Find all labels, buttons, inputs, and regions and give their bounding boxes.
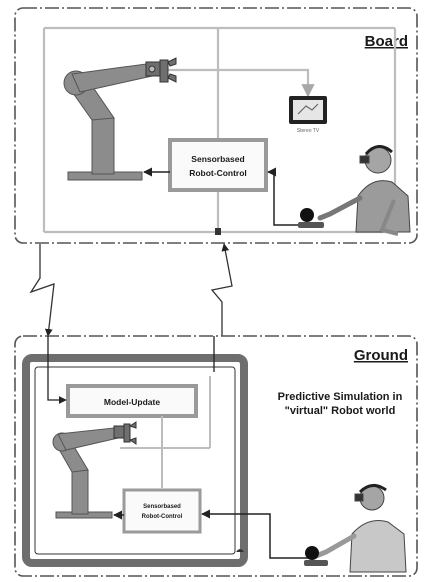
board-robot-arm <box>63 57 177 181</box>
ground-data-lines <box>47 336 215 404</box>
ground-controller-box: Sensorbased Robot-Control <box>122 488 202 534</box>
board-controller-label-line1: Sensorbased <box>191 154 244 164</box>
gripper-icon <box>113 421 137 445</box>
operator-icon <box>317 145 411 236</box>
prediction-caption-line2: "virtual" Robot world <box>285 405 396 417</box>
board-controller-label-line2: Robot-Control <box>189 168 247 178</box>
communication-links <box>29 243 233 337</box>
ground-controller-label-line2: Robot-Control <box>142 514 183 520</box>
board-controller-box: Sensorbased Robot-Control <box>168 138 268 192</box>
board-frame <box>14 7 418 244</box>
board-panel: Board <box>14 7 418 244</box>
board-operator <box>298 145 411 236</box>
model-update-box: Model-Update <box>66 384 198 418</box>
ground-control-lines <box>113 509 310 559</box>
board-control-lines <box>143 167 300 226</box>
ground-title: Ground <box>354 347 408 364</box>
operator-icon <box>313 484 407 573</box>
monitor-icon <box>289 96 327 124</box>
ground-frame <box>14 335 418 577</box>
prediction-caption-line1: Predictive Simulation in <box>278 391 403 403</box>
ground-signal-lines <box>120 376 211 488</box>
model-update-label: Model-Update <box>104 397 160 407</box>
lightning-link-icon <box>210 243 233 336</box>
ground-operator <box>304 484 407 573</box>
joystick-icon <box>304 546 328 566</box>
virtual-world-border <box>22 354 248 567</box>
joystick-icon <box>298 208 324 228</box>
board-monitor: Stereo TV <box>289 96 327 134</box>
ground-robot-arm <box>52 421 137 519</box>
gripper-icon <box>145 57 177 83</box>
board-uplink-port <box>215 228 221 235</box>
board-title: Board <box>365 33 408 50</box>
robot-arm-icon <box>63 63 153 181</box>
robot-arm-icon <box>52 427 119 519</box>
lightning-link-icon <box>29 244 55 337</box>
board-monitor-caption: Stereo TV <box>297 128 320 134</box>
ground-panel: Ground Model-Update <box>14 335 418 577</box>
ground-controller-label-line1: Sensorbased <box>143 504 181 510</box>
